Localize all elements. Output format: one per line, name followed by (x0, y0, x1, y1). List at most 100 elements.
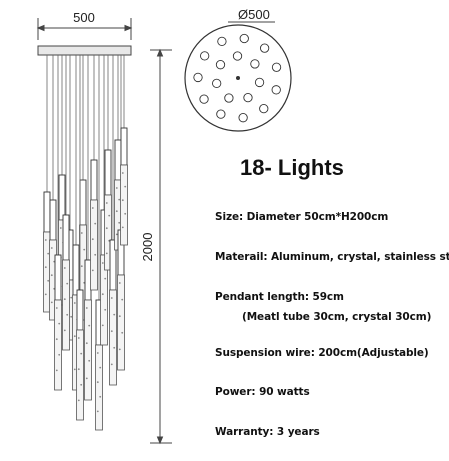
top-view-light (199, 94, 209, 104)
spec-warranty: Warranty: 3 years (215, 426, 320, 438)
crystal-bubble (105, 227, 108, 230)
top-view-light (271, 85, 281, 95)
crystal-bubble (88, 359, 91, 362)
product-title: 18- Lights (240, 155, 344, 180)
crystal-bubble (58, 353, 61, 356)
width-dimension (36, 18, 133, 40)
top-view-light (254, 77, 265, 88)
pendant-group (43, 55, 128, 431)
crystal-bubble (108, 214, 111, 217)
spec-pendant-detail: (Meatl tube 30cm, crystal 30cm) (242, 311, 432, 323)
crystal-bubble (55, 307, 58, 309)
crystal-bubble (77, 368, 80, 371)
crystal-bubble (85, 377, 88, 380)
metal-tube (76, 289, 84, 331)
crystal-bubble (63, 329, 66, 332)
crystal-bubble (124, 212, 127, 215)
metal-tube (58, 174, 66, 221)
crystal-bubble (80, 352, 83, 355)
crystal-bubble (96, 410, 99, 413)
crystal-bubble (73, 335, 76, 338)
crystal-bubble (99, 395, 102, 398)
metal-tube (104, 149, 112, 196)
crystal-bubble (110, 363, 113, 366)
crystal-rod (84, 299, 92, 401)
metal-tube (84, 259, 92, 301)
top-view-light (238, 113, 248, 123)
top-view-light (232, 51, 243, 61)
crystal-bubble (121, 172, 124, 174)
crystal-bubble (121, 199, 124, 202)
crystal-rod (109, 289, 117, 386)
top-view-light (224, 93, 234, 103)
metal-tube (120, 127, 128, 166)
crystal-rod (104, 194, 112, 271)
crystal-bubble (85, 342, 88, 345)
crystal-bubble (96, 381, 99, 384)
crystal-bubble (94, 222, 97, 225)
top-view-light (215, 60, 226, 70)
crystal-rod (62, 259, 70, 351)
crystal-bubble (55, 369, 58, 372)
crystal-bubble (115, 210, 118, 213)
width-label: 500 (73, 10, 95, 25)
crystal-bubble (50, 301, 53, 304)
crystal-bubble (104, 277, 107, 280)
crystal-bubble (88, 324, 91, 327)
crystal-bubble (121, 331, 124, 334)
crystal-bubble (113, 346, 116, 349)
crystal-rod (76, 329, 84, 421)
spec-size: Size: Diameter 50cm*H200cm (215, 211, 389, 223)
crystal-rod (95, 344, 103, 431)
spec-pendant-length: Pendant length: 59cm (215, 291, 344, 303)
crystal-bubble (101, 324, 104, 327)
crystal-bubble (118, 198, 121, 201)
crystal-bubble (50, 274, 53, 277)
crystal-bubble (99, 366, 102, 369)
crystal-bubble (115, 233, 118, 236)
top-view-light (216, 109, 226, 119)
crystal-bubble (66, 282, 69, 285)
spec-power: Power: 90 watts (215, 386, 310, 398)
crystal-bubble (55, 338, 58, 341)
spec-suspension: Suspension wire: 200cm(Adjustable) (215, 347, 429, 359)
crystal-bubble (58, 322, 61, 325)
crystal-bubble (91, 207, 94, 209)
top-view-light (271, 62, 282, 72)
height-label: 2000 (140, 233, 155, 262)
top-view-light (239, 33, 249, 44)
crystal-bubble (85, 307, 88, 309)
crystal-bubble (63, 267, 66, 269)
crystal-bubble (105, 202, 108, 204)
metal-tube (43, 191, 51, 233)
crystal-bubble (121, 226, 124, 229)
crystal-bubble (73, 302, 76, 304)
crystal-bubble (44, 293, 47, 296)
crystal-bubble (66, 313, 69, 316)
diameter-label: Ø500 (238, 7, 270, 22)
crystal-bubble (94, 253, 97, 256)
metal-tube (49, 199, 57, 241)
top-view-light (250, 59, 260, 69)
metal-tube (62, 214, 70, 261)
crystal-bubble (110, 297, 113, 299)
crystal-bubble (121, 298, 124, 301)
metal-tube (90, 159, 98, 201)
crystal-bubble (44, 266, 47, 269)
crystal-bubble (105, 252, 108, 255)
crystal-rod (117, 274, 125, 371)
top-view-light (259, 103, 269, 114)
crystal-bubble (80, 232, 83, 234)
crystal-bubble (70, 296, 73, 299)
crystal-bubble (96, 352, 99, 354)
metal-tube (72, 244, 80, 296)
crystal-bubble (91, 269, 94, 272)
crystal-bubble (118, 221, 121, 224)
crystal-bubble (44, 239, 47, 241)
crystal-bubble (80, 265, 83, 268)
top-view-light (243, 92, 253, 103)
top-view-light (212, 78, 222, 89)
crystal-bubble (118, 348, 121, 351)
crystal-bubble (80, 383, 83, 386)
crystal-rod (100, 254, 108, 346)
